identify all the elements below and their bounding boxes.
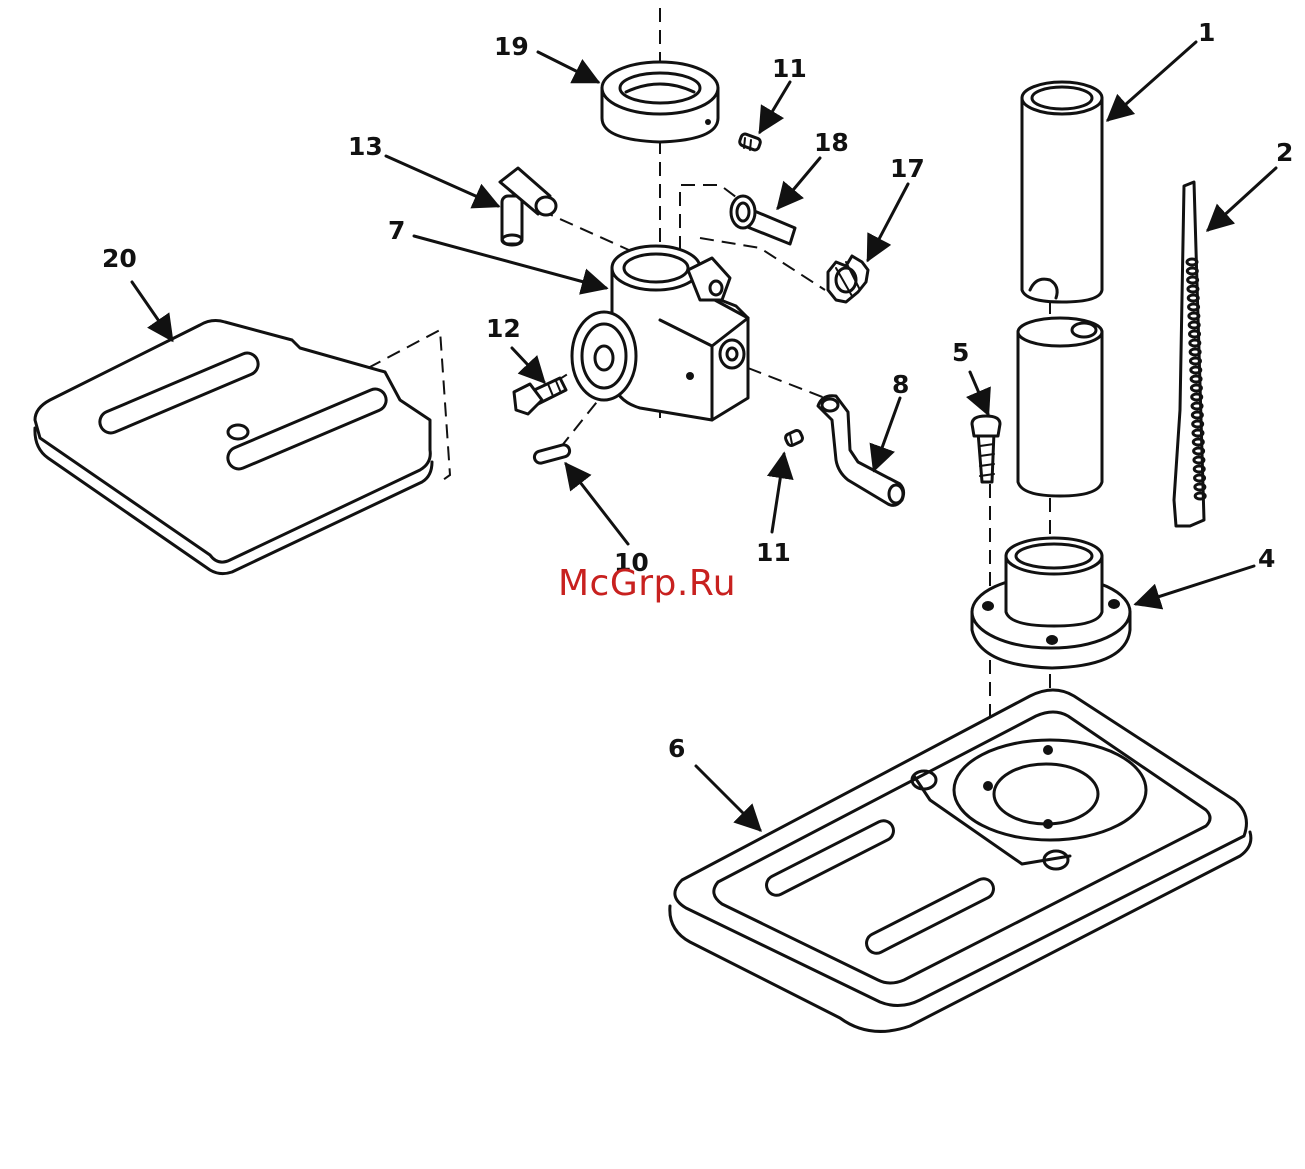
- callout-2: 2: [1276, 140, 1293, 165]
- callout-11-lower: 11: [756, 540, 791, 565]
- part-set-screw-11-top: [739, 133, 762, 151]
- callout-19: 19: [494, 34, 529, 59]
- part-handle-13: [500, 168, 556, 245]
- part-table-20: [35, 321, 432, 574]
- part-set-screw-11-lower: [784, 429, 804, 447]
- callout-1: 1: [1198, 20, 1215, 45]
- part-column-support-4: [972, 538, 1130, 668]
- part-base-6: [670, 690, 1251, 1031]
- part-lever-8: [818, 396, 904, 506]
- watermark: McGrp.Ru: [558, 566, 736, 602]
- part-bolt-5: [972, 416, 1000, 482]
- part-column-tube-lower: [1018, 318, 1102, 496]
- callout-8: 8: [892, 372, 909, 397]
- callout-20: 20: [102, 246, 137, 271]
- part-shaft-18: [731, 196, 795, 244]
- callout-12: 12: [486, 316, 521, 341]
- part-gear-17: [828, 256, 868, 302]
- part-collar-19: [602, 62, 718, 142]
- callout-5: 5: [952, 340, 969, 365]
- callout-17: 17: [890, 156, 925, 181]
- part-bolt-12: [514, 378, 566, 414]
- callout-4: 4: [1258, 546, 1275, 571]
- callout-7: 7: [388, 218, 405, 243]
- callout-13: 13: [348, 134, 383, 159]
- callout-11-top: 11: [772, 56, 807, 81]
- callout-6: 6: [668, 736, 685, 761]
- part-pin-10: [533, 444, 571, 465]
- part-rack-2: [1174, 182, 1205, 526]
- part-column-tube-1: [1022, 82, 1102, 302]
- part-bracket-7: [572, 246, 748, 420]
- callout-18: 18: [814, 130, 849, 155]
